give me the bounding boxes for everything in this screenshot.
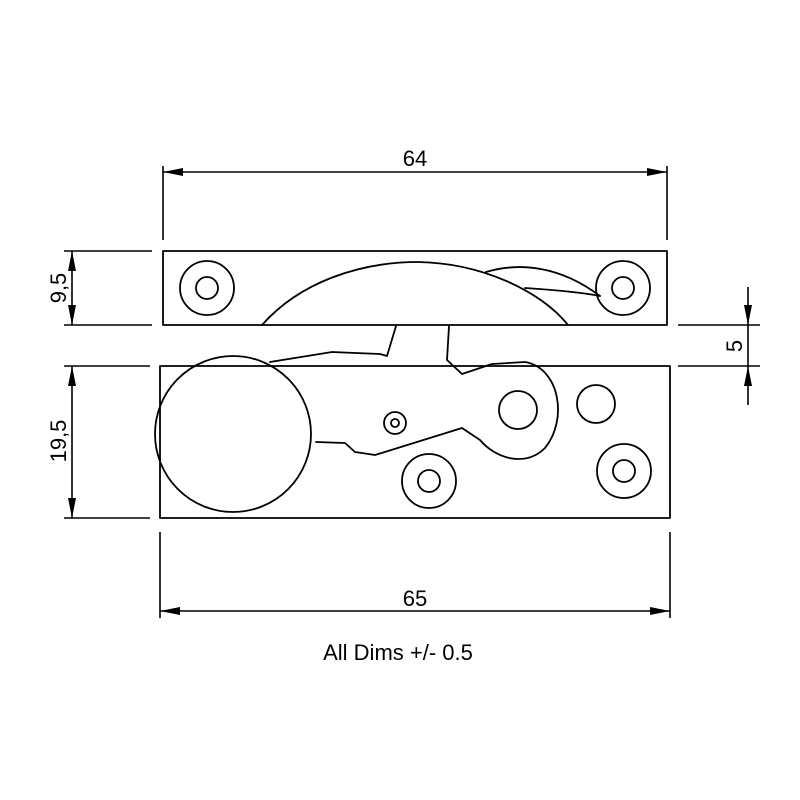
body-screw-hole-right xyxy=(596,443,652,499)
dim-keeper-height-label: 9,5 xyxy=(46,273,71,304)
lever-hole xyxy=(498,390,538,430)
knob-circle xyxy=(154,355,312,513)
body-screw-hole-lower xyxy=(401,453,457,509)
keeper-outline xyxy=(162,250,668,326)
keeper-screw-hole-left xyxy=(179,260,235,316)
keeper-screw-hole-right xyxy=(595,260,651,316)
lever-arm xyxy=(269,325,559,460)
dim-top-width-label: 64 xyxy=(403,146,427,171)
dim-gap-label: 5 xyxy=(722,340,747,352)
keeper-hook-inner xyxy=(524,287,601,297)
keeper-hook-curve xyxy=(485,266,601,297)
keeper-arch xyxy=(261,261,569,326)
catch-body xyxy=(154,325,671,519)
dim-bottom-width-label: 65 xyxy=(403,586,427,611)
dim-top-width: 64 xyxy=(162,146,668,240)
dim-body-height: 19,5 xyxy=(46,365,150,519)
dim-bottom-width: 65 xyxy=(159,532,671,618)
pivot-rivet xyxy=(383,411,407,435)
dim-gap: 5 xyxy=(678,287,760,405)
tolerance-note: All Dims +/- 0.5 xyxy=(323,640,473,665)
keeper-plate xyxy=(162,250,668,326)
dim-body-height-label: 19,5 xyxy=(46,420,71,463)
body-hole-plain xyxy=(576,384,616,424)
dim-keeper-height: 9,5 xyxy=(46,250,152,326)
body-outline xyxy=(159,365,671,519)
